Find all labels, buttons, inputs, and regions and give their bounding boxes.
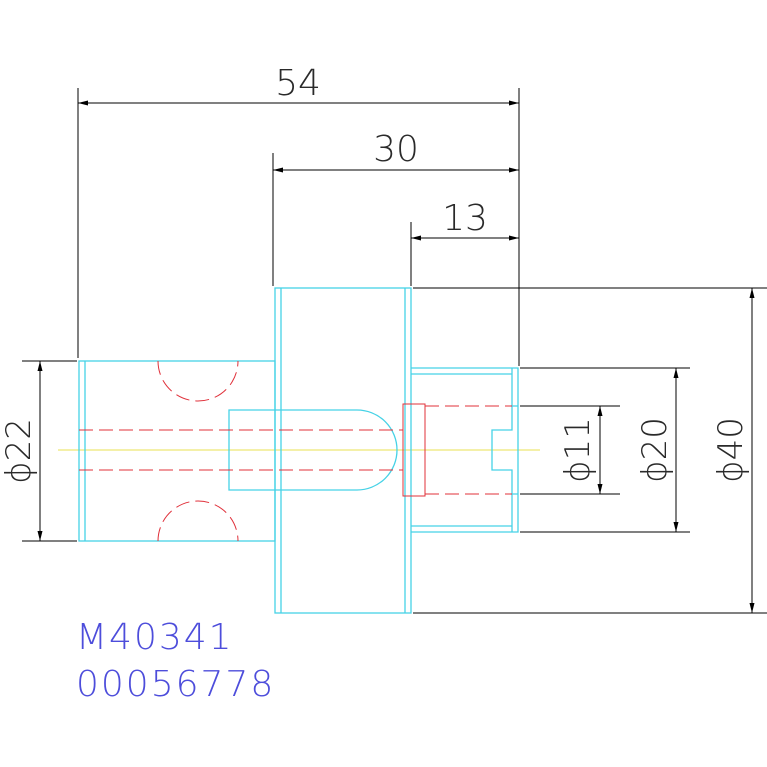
dim-54-label: 54 [275,63,321,104]
hidden-lines [79,360,512,542]
part-outline [78,287,519,614]
dim-d40-label: ϕ40 [711,417,751,483]
dim-30-label: 30 [373,129,419,170]
dim-d11-label: ϕ11 [558,417,598,483]
dim-d22-label: ϕ22 [0,418,39,484]
dim-d20-label: ϕ20 [635,417,675,483]
extension-lines [22,88,767,614]
drawing-number: 00056778 [76,664,276,705]
hidden-bore-step [402,403,426,497]
part-number: M40341 [76,617,234,658]
dim-13-label: 13 [442,198,488,239]
dimension-lines [37,100,755,613]
